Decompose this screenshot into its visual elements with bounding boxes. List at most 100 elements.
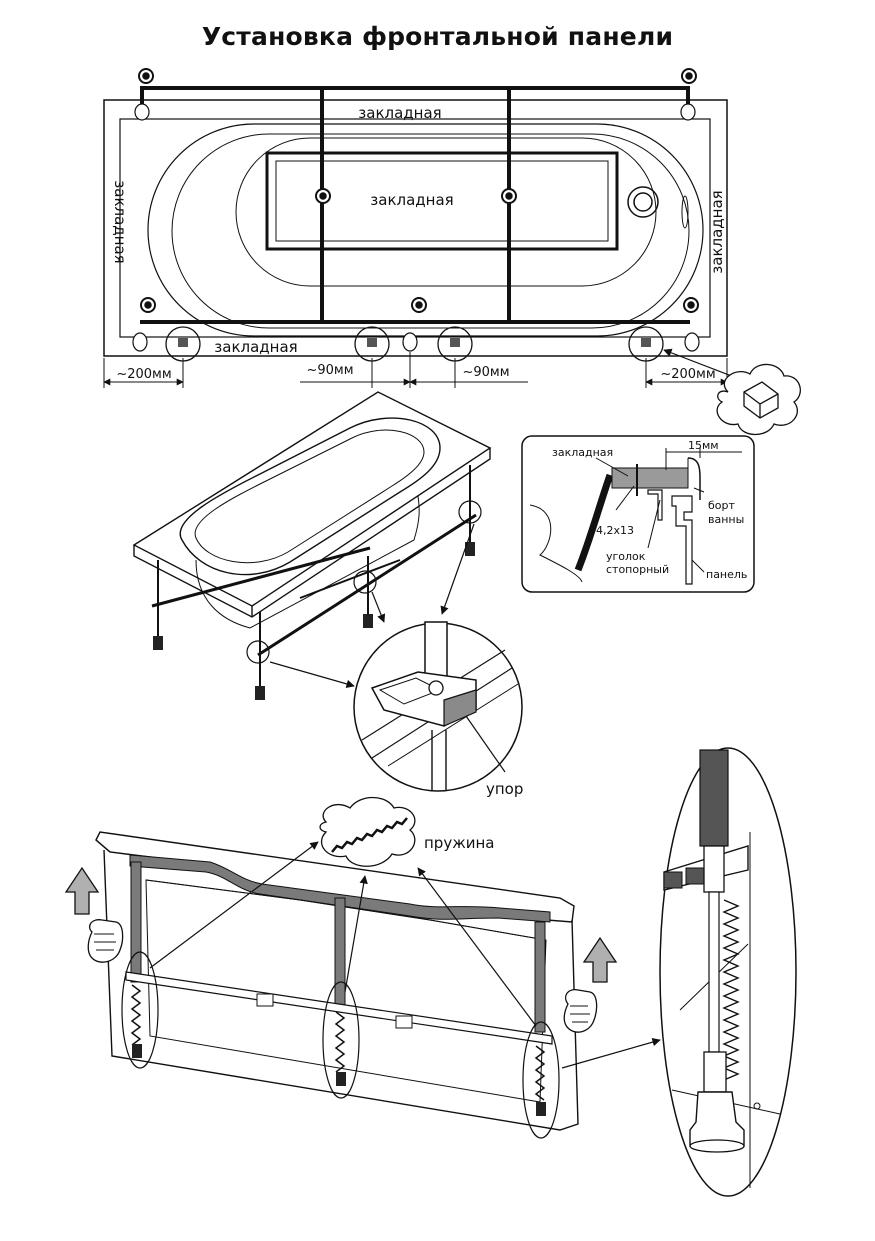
- spring-cloud-shape: [319, 796, 416, 867]
- panel-rim-edge: [95, 839, 111, 853]
- leader-rim: [693, 487, 705, 493]
- iso-foot: [465, 542, 475, 556]
- panel-inner-top: [145, 879, 547, 941]
- zoom-foot-base: [689, 1139, 745, 1153]
- overflow-icon: [681, 195, 689, 229]
- tub-bowl-mid: [171, 133, 690, 329]
- leg-core: [142, 72, 150, 80]
- iso-bowl-inner: [194, 429, 425, 564]
- bracket-icon: [743, 381, 779, 419]
- front-panel: [95, 831, 661, 1139]
- spring-icon: [331, 817, 408, 853]
- stop-corner: [647, 489, 663, 521]
- section-detail-labels: закладная 15мм 4,2х13 уголок стопорный б…: [552, 439, 747, 581]
- iso-stop-marker: [458, 500, 482, 524]
- leg-cores: [142, 72, 695, 309]
- spring-zoom: [659, 747, 797, 1197]
- pointer-arrow: [371, 591, 386, 623]
- stop-bracket-icon: [367, 338, 377, 347]
- iso-rail: [257, 513, 477, 657]
- tub-bowl-outer: [147, 123, 704, 337]
- label-insert-right: закладная: [708, 190, 726, 273]
- frame-post: [334, 897, 346, 1009]
- leader-stop: [465, 715, 506, 773]
- page-title: Установка фронтальной панели: [201, 22, 674, 51]
- spring-zoom-ellipse: [659, 747, 797, 1197]
- zoom-post: [699, 749, 729, 847]
- leg-feet: [132, 103, 700, 352]
- frame-post: [130, 861, 142, 983]
- stop-bracket-icon: [178, 338, 188, 347]
- label-stop: упор: [486, 780, 523, 798]
- leader-corner: [647, 499, 661, 549]
- iso-foot: [153, 636, 163, 650]
- rail-clip: [256, 993, 274, 1007]
- leader-screw: [615, 485, 635, 511]
- stop-nut-icon: [428, 680, 444, 696]
- frame-bars: [140, 86, 690, 324]
- insert-block: [611, 467, 689, 489]
- leg-foot: [132, 332, 148, 352]
- rail-clip: [395, 1015, 413, 1029]
- center-insert-inner: [275, 160, 609, 242]
- hand-icon: [87, 919, 124, 963]
- leg-core: [144, 301, 152, 309]
- dim-mid-right-label: ~90мм: [462, 365, 509, 380]
- spring-marker: [322, 981, 360, 1099]
- label-corner-1: уголок: [606, 550, 646, 563]
- zoom-spring: [722, 899, 740, 1081]
- dimension-lines: [103, 352, 728, 388]
- center-insert-outer: [265, 151, 619, 251]
- lift-up-arrow-icon: [582, 936, 618, 983]
- leg-core: [685, 72, 693, 80]
- leader-panel: [691, 559, 705, 573]
- label-rim-2: ванны: [708, 513, 744, 526]
- iso-foot: [363, 614, 373, 628]
- frame-lower-rail: [125, 971, 553, 1045]
- iso-leg-feet: [153, 542, 475, 700]
- leg-foot: [680, 103, 696, 121]
- tub-wall-outline: [529, 504, 583, 583]
- label-spring: пружина: [424, 834, 494, 852]
- stop-detail: [353, 621, 523, 792]
- tub-bowl-inner: [235, 137, 657, 287]
- hand-icon: [563, 989, 598, 1033]
- rim-curve: [687, 457, 701, 500]
- panel-foot: [336, 1072, 346, 1086]
- leg-foot: [684, 332, 700, 352]
- leg-foot: [402, 332, 418, 352]
- top-view-labels: закладная закладная закладная закладная …: [111, 104, 726, 382]
- pointer-arrow: [440, 523, 475, 615]
- label-section-insert: закладная: [552, 446, 613, 459]
- rail-line: [387, 683, 519, 767]
- label-insert-center: закладная: [370, 191, 453, 209]
- zoom-foot-nut: [703, 1051, 727, 1093]
- label-insert-left: закладная: [111, 180, 129, 263]
- drain-inner-icon: [633, 192, 653, 212]
- spring-cloud: [319, 796, 416, 867]
- iso-bowl-underside: [195, 495, 420, 629]
- leader-insert: [595, 457, 629, 477]
- drain-icon: [627, 186, 659, 218]
- bracket-cloud: [716, 363, 801, 436]
- tub-wall: [574, 473, 614, 572]
- hand-fingers: [94, 933, 116, 951]
- leg-markers: [138, 68, 699, 313]
- iso-rail: [299, 559, 401, 599]
- iso-rail: [151, 546, 371, 608]
- zoom-bracket-tab: [663, 871, 683, 889]
- lift-up-arrow-icon: [64, 866, 100, 915]
- pointer-arrow: [344, 875, 368, 993]
- leg-core: [687, 301, 695, 309]
- dim-right-label: ~200мм: [660, 367, 715, 382]
- hand-fingers: [570, 1005, 590, 1023]
- frame-post: [534, 921, 546, 1033]
- tub-rim-outline: [103, 99, 728, 357]
- lift-indicators: [64, 866, 618, 1033]
- label-insert-bottom: закладная: [214, 338, 297, 356]
- isometric-tub: [132, 391, 492, 700]
- label-corner-2: стопорный: [606, 563, 669, 576]
- label-rim-1: борт: [708, 499, 735, 512]
- stop-bracket-icon: [641, 338, 651, 347]
